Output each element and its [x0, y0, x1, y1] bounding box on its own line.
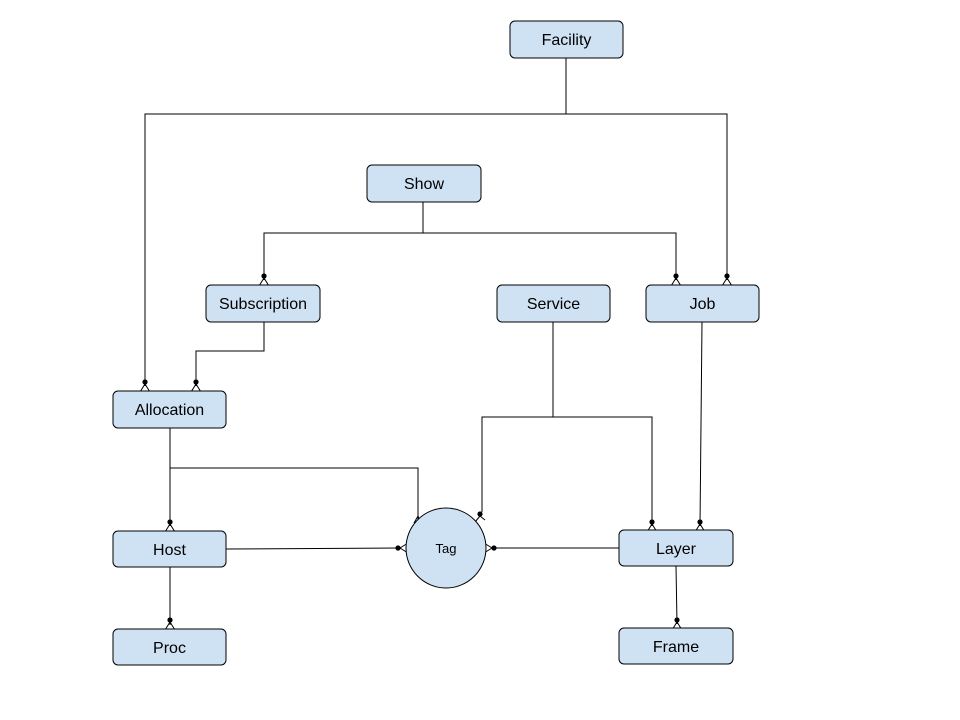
edge-show-subscription	[263, 202, 424, 280]
edge-facility-job	[566, 113, 728, 280]
node-label: Frame	[653, 639, 699, 656]
edge-show-job	[423, 232, 677, 280]
node-label: Subscription	[219, 296, 307, 313]
node-label: Service	[527, 296, 580, 313]
node-layer[interactable]: Layer	[618, 529, 734, 567]
node-job[interactable]: Job	[645, 284, 760, 323]
node-box	[366, 164, 482, 203]
edge-facility-allocation	[144, 58, 567, 386]
edge-job-layer	[699, 321, 703, 527]
node-subscription[interactable]: Subscription	[205, 284, 321, 323]
node-box	[112, 628, 227, 666]
edge-allocation-tag	[170, 467, 419, 519]
node-tag[interactable]: Tag	[405, 507, 487, 589]
edge-subscription-allocation	[195, 322, 265, 386]
node-allocation[interactable]: Allocation	[112, 390, 227, 429]
node-label: Layer	[656, 541, 697, 558]
edges	[144, 58, 728, 625]
node-show[interactable]: Show	[366, 164, 482, 203]
node-host[interactable]: Host	[112, 530, 227, 568]
node-label: Proc	[153, 640, 186, 657]
node-frame[interactable]: Frame	[618, 627, 734, 665]
node-facility[interactable]: Facility	[509, 20, 624, 59]
node-circle	[405, 507, 487, 589]
node-box	[205, 284, 321, 323]
node-box	[618, 627, 734, 665]
node-proc[interactable]: Proc	[112, 628, 227, 666]
node-label: Host	[153, 542, 186, 559]
node-box	[645, 284, 760, 323]
edge-layer-frame	[675, 565, 678, 625]
node-label: Show	[404, 176, 444, 193]
edge-host-tag	[225, 547, 402, 550]
edge-service-layer	[553, 416, 653, 526]
node-label: Job	[690, 296, 716, 313]
node-box	[112, 530, 227, 568]
node-box	[112, 390, 227, 429]
node-label: Tag	[436, 541, 457, 556]
node-service[interactable]: Service	[496, 284, 611, 323]
edge-service-tag	[481, 322, 554, 512]
node-box	[509, 20, 624, 59]
node-label: Facility	[542, 32, 592, 49]
node-box	[496, 284, 611, 323]
endpoint-tag-service	[474, 511, 486, 523]
node-label: Allocation	[135, 402, 204, 419]
node-box	[618, 529, 734, 567]
